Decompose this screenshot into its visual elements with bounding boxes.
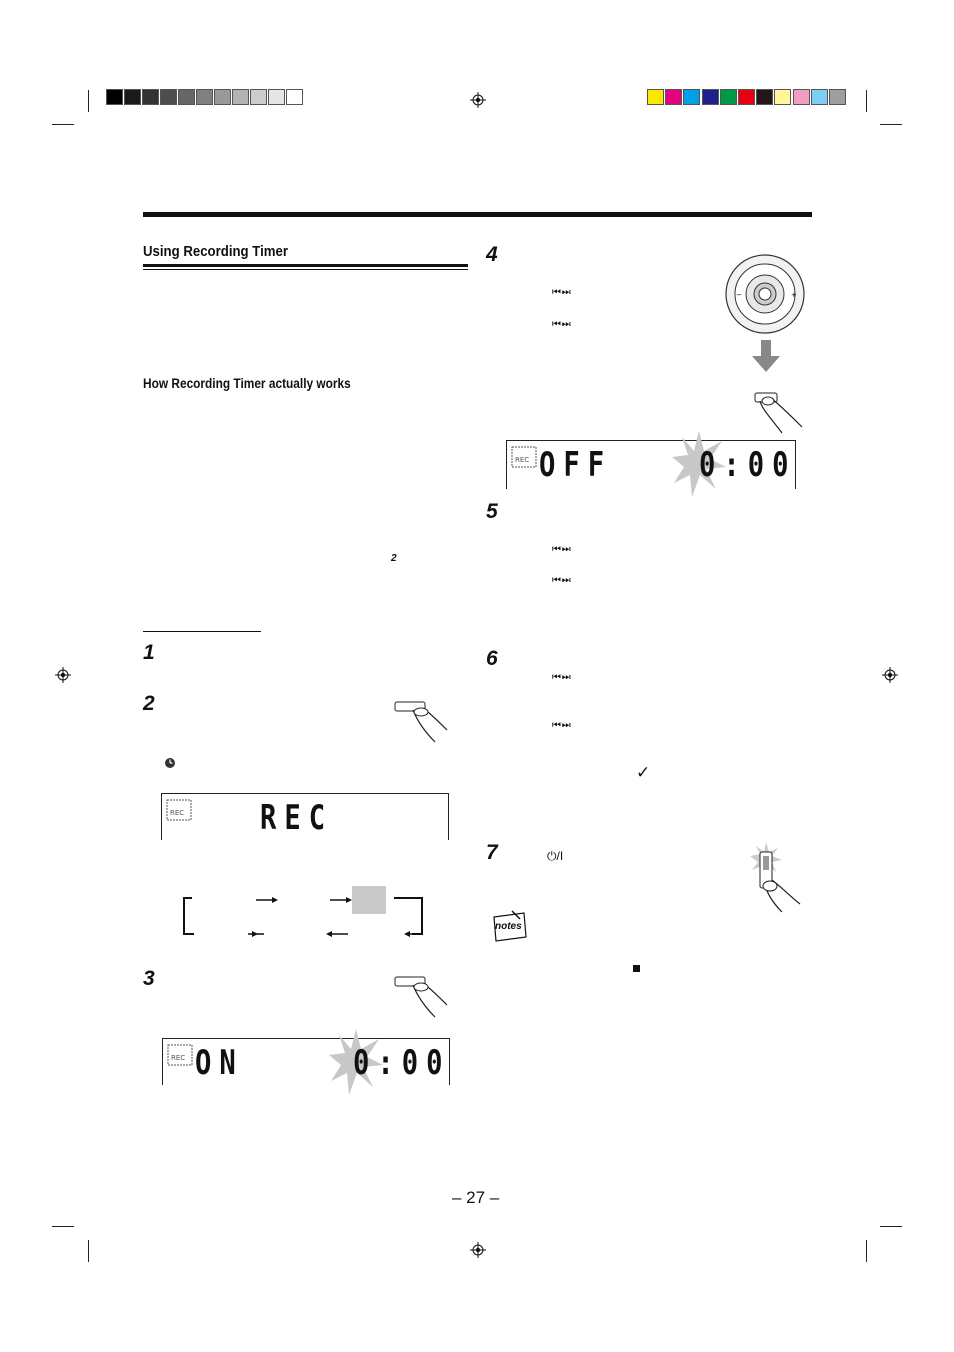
skip-buttons-icon: ⏮ ⏭ [552, 319, 571, 330]
section-title: Using Recording Timer [143, 243, 288, 260]
display-time: 0:00 [353, 1043, 451, 1083]
display-rec: REC [260, 798, 334, 838]
inline-step-ref: 2 [391, 553, 397, 564]
section-rule [143, 269, 468, 270]
page-number: – 27 – [452, 1188, 500, 1207]
color-swatch [160, 89, 177, 105]
color-swatch [810, 89, 828, 105]
color-swatch [701, 89, 719, 105]
skip-buttons-icon: ⏮ ⏭ [552, 575, 571, 586]
down-arrow-icon [752, 340, 780, 372]
hand-press-icon [394, 976, 448, 1018]
color-swatch [647, 89, 664, 105]
svg-text:+: + [791, 291, 797, 299]
display-time: 0:00 [699, 445, 797, 485]
timer-indicator-icon: REC [167, 1044, 193, 1066]
step-number: 4 [486, 243, 498, 266]
step-number: 5 [486, 500, 498, 523]
skip-buttons-icon: ⏮ ⏭ [552, 287, 571, 298]
color-swatch [774, 89, 792, 105]
color-swatch [738, 89, 755, 105]
step-number: 7 [486, 841, 498, 864]
step-number: 6 [486, 647, 498, 670]
color-swatch [124, 89, 141, 105]
registration-mark-icon [470, 1242, 486, 1258]
notes-label: notes [495, 921, 522, 932]
color-swatch [829, 89, 846, 105]
step-number: 3 [143, 967, 155, 990]
color-swatch [665, 89, 683, 105]
skip-buttons-icon: ⏮ ⏭ [552, 544, 571, 555]
step-number: 2 [143, 692, 155, 715]
crop-mark [88, 1240, 89, 1262]
blink-burst-icon [672, 431, 726, 497]
step-number: 1 [143, 641, 155, 664]
svg-text:REC: REC [171, 1054, 185, 1062]
svg-text:REC: REC [515, 456, 529, 464]
cycle-diagram [183, 886, 423, 937]
crop-mark [866, 1240, 867, 1262]
color-swatch [756, 89, 774, 105]
registration-mark-icon [882, 667, 898, 683]
check-mark: ✓ [636, 763, 651, 782]
divider [143, 631, 261, 632]
color-swatch [719, 89, 737, 105]
display-panel-on: REC ON 0:00 [162, 1029, 451, 1095]
crop-mark [880, 124, 902, 125]
crop-mark [88, 90, 89, 112]
timer-indicator-icon: REC [511, 446, 537, 468]
stop-symbol-icon [633, 965, 640, 972]
notes-icon: notes [490, 909, 530, 943]
color-swatch [250, 89, 267, 105]
color-swatch [106, 89, 123, 105]
display-mode: ON [195, 1043, 244, 1083]
color-swatch [196, 89, 213, 105]
skip-buttons-icon: ⏮ ⏭ [552, 720, 571, 731]
header-rule [143, 212, 812, 217]
hand-press-icon [394, 701, 448, 743]
crop-mark [52, 1226, 74, 1227]
color-swatch [268, 89, 285, 105]
color-swatch [142, 89, 159, 105]
crop-mark [880, 1226, 902, 1227]
registration-mark-icon [55, 667, 71, 683]
subsection-title: How Recording Timer actually works [143, 376, 351, 391]
power-symbol: ⏻/I [547, 849, 564, 863]
section-rule [143, 264, 468, 267]
timer-indicator-icon: REC [166, 799, 192, 821]
color-swatch [792, 89, 810, 105]
color-swatch [232, 89, 249, 105]
display-panel-off: REC OFF 0:00 [506, 431, 797, 497]
registration-mark-icon [470, 92, 486, 108]
color-swatch [178, 89, 195, 105]
crop-mark [866, 90, 867, 112]
crop-mark [52, 124, 74, 125]
color-swatch [683, 89, 701, 105]
color-swatch [286, 89, 303, 105]
svg-text:−: − [736, 291, 742, 299]
display-mode: OFF [539, 445, 613, 485]
svg-text:REC: REC [170, 809, 184, 817]
hand-press-icon [754, 392, 803, 434]
skip-buttons-icon: ⏮ ⏭ [552, 672, 571, 683]
color-swatch [214, 89, 231, 105]
clock-icon [165, 758, 175, 768]
display-panel-rec: REC REC [161, 793, 449, 840]
blink-burst-icon [329, 1029, 383, 1095]
multi-control-dial-icon: − + [725, 254, 805, 334]
power-button-press-icon [750, 842, 801, 913]
